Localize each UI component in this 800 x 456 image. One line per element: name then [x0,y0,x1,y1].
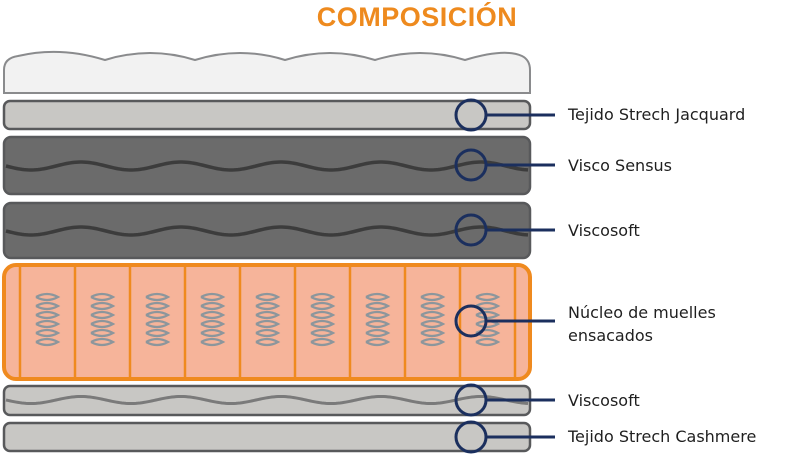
strech-jacquard-layer [2,99,532,131]
callout-circle [454,420,488,454]
label-visco-sensus: Visco Sensus [568,156,672,175]
label-strech-cashmere: Tejido Strech Cashmere [568,427,757,446]
strech-cashmere-layer [2,421,532,453]
callout-marker [454,383,555,417]
spring-coil [90,292,116,347]
callout-marker [454,304,555,338]
top-cover-layer [3,50,531,94]
spring-coil [145,292,171,347]
spring-coil [200,292,226,347]
callout-circle [454,304,488,338]
pocket-dividers [18,267,517,377]
viscosoft-bottom-wave [5,395,529,405]
callout-marker [454,98,555,132]
callout-circle [454,213,488,247]
callout-marker [454,420,555,454]
spring-coil [420,292,446,347]
label-strech-jacquard: Tejido Strech Jacquard [568,105,746,124]
spring-coil [365,292,391,347]
label-viscosoft-bottom: Viscosoft [568,391,640,410]
label-viscosoft-top: Viscosoft [568,221,640,240]
callout-circle [454,148,488,182]
spring-coil [475,292,501,347]
spring-coil [310,292,336,347]
callout-markers [454,98,555,454]
callout-marker [454,213,555,247]
diagram-title: COMPOSICIÓN [316,2,518,32]
label-core: Núcleo de muelles ensacados [568,303,716,345]
viscosoft-top-wave [5,225,529,237]
spring-coil [35,292,61,347]
callout-marker [454,148,555,182]
visco-sensus-wave [5,160,529,172]
pocket-springs [35,292,501,347]
callout-circle [454,383,488,417]
callout-circle [454,98,488,132]
spring-coil [255,292,281,347]
